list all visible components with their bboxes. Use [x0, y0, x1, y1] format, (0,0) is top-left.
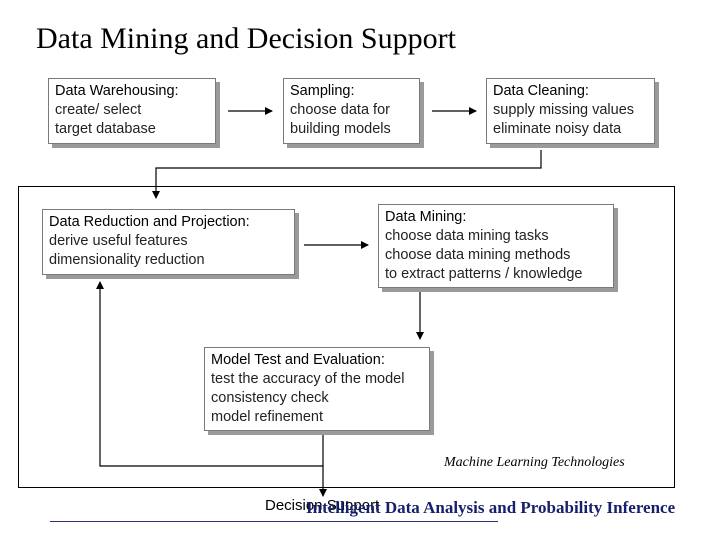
box-line: to extract patterns / knowledge — [385, 266, 583, 282]
box-line: test the accuracy of the model — [211, 371, 405, 387]
box-data-cleaning: Data Cleaning: supply missing values eli… — [486, 78, 655, 144]
box-line: target database — [55, 121, 156, 137]
box-heading: Model Test and Evaluation: — [211, 352, 385, 368]
box-line: supply missing values — [493, 102, 635, 118]
footer-text: Intelligent Data Analysis and Probabilit… — [306, 498, 676, 517]
box-data-warehousing: Data Warehousing: create/ select target … — [48, 78, 216, 144]
box-line: create/ select — [55, 102, 142, 118]
box-sampling: Sampling: choose data for building model… — [283, 78, 420, 144]
box-line: dimensionality reduction — [49, 252, 205, 268]
box-line: choose data mining methods — [385, 247, 571, 263]
box-heading: Data Warehousing: — [55, 83, 179, 99]
box-line: choose data mining tasks — [385, 228, 549, 244]
box-line: choose data for — [290, 102, 390, 118]
box-data-mining: Data Mining: choose data mining tasks ch… — [378, 204, 614, 288]
box-model-evaluation: Model Test and Evaluation: test the accu… — [204, 347, 430, 431]
slide-title: Data Mining and Decision Support — [36, 22, 456, 55]
arrow-cleaning-to-reduction — [152, 150, 542, 199]
box-line: eliminate noisy data — [493, 121, 622, 137]
arrow-evaluation-feedback — [96, 281, 324, 467]
machine-learning-frame — [18, 186, 675, 488]
box-heading: Data Cleaning: — [493, 83, 589, 99]
box-line: derive useful features — [49, 233, 188, 249]
box-heading: Sampling: — [290, 83, 355, 99]
footer-rule — [50, 521, 498, 522]
box-data-reduction: Data Reduction and Projection: derive us… — [42, 209, 295, 275]
box-line: consistency check — [211, 390, 329, 406]
box-heading: Data Mining: — [385, 209, 467, 225]
frame-caption: Machine Learning Technologies — [444, 455, 625, 470]
decision-support-label: Decision Support — [265, 497, 380, 514]
box-line: model refinement — [211, 409, 324, 425]
box-heading: Data Reduction and Projection: — [49, 214, 250, 230]
box-line: building models — [290, 121, 391, 137]
